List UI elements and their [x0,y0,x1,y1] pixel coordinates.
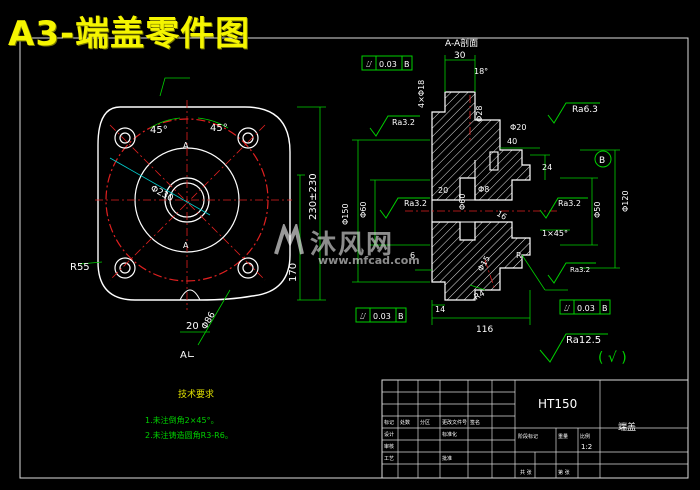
r-label: R [516,251,522,260]
flange-outline [97,106,291,301]
tb-zone: 分区 [420,419,430,426]
datum-circle [594,150,612,168]
runout-frame-right: ⌰ 0.03 B [559,299,611,315]
dia-60-outer-label: Φ60 [359,202,368,218]
rest-roughness-symbol: ( √ ) [598,350,627,366]
svg-text:⌰: ⌰ [360,312,366,322]
datum-circle-label: B [599,156,605,166]
angle-label-right: 45° [210,123,228,134]
section-view: B ⌰ 0.03 B ⌰ 0.03 B [341,37,630,366]
svg-text:⌰: ⌰ [366,60,372,70]
runout-right-datum: B [602,304,608,313]
bolt-holes [114,127,259,279]
dia-20-label: Φ20 [510,123,526,132]
dia-50-label: Φ50 [593,202,602,218]
technical-notes: 技术要求 1.未注倒角2×45°。 2.未注铸造圆角R3-R6。 [145,388,233,440]
chamfer-label: 1×45° [542,229,568,238]
tb-process: 工艺 [384,456,394,462]
front-dimension-lines [79,77,326,346]
flatness-tolerance-frame: ⌰ 0.03 B [361,55,413,71]
runout-frame-left: ⌰ 0.03 B [355,307,407,323]
tb-approve: 批准 [442,455,452,462]
tb-sheet-no: 第 张 [558,469,570,476]
ra-32-bottom-label: Ra3.2 [570,266,590,274]
watermark-brand: 沐风网 [310,230,395,260]
title-block: HT150 端盖 1:2 标记 处数 分区 更改文件号 签名 设计 标准化 阶段… [381,379,689,479]
section-center-lines [405,95,560,291]
ra-32-left-label: Ra3.2 [404,199,427,208]
part-name-label: 端盖 [618,421,636,433]
drawing-border [19,37,689,479]
dim-16-label: 16 [495,209,508,222]
dia-60-label: Φ60 [458,194,467,210]
notes-heading: 技术要求 [178,388,214,400]
tb-ratio: 比例 [580,433,590,440]
roughness-symbols [369,102,608,363]
dia-28-label: Φ28 [475,106,484,122]
dia-86-label: Φ86 [200,310,218,331]
notes-line-2: 2.未注铸造圆角R3-R6。 [145,430,233,440]
angle-label-left: 45° [150,125,168,136]
material-label: HT150 [538,397,577,411]
dia-120-label: Φ120 [621,190,630,212]
svg-text:⌰: ⌰ [564,304,570,314]
dia-leader [109,157,211,216]
lower-dim-label: 170 [288,263,299,282]
ra-32-top-label: Ra3.2 [392,118,415,127]
dim-40-label: 40 [507,137,517,146]
general-roughness-label: Ra12.5 [566,335,601,346]
watermark: 沐风网 www.mfcad.com [272,222,432,272]
ra-63-label: Ra6.3 [572,105,598,115]
watermark-logo-icon [274,224,304,255]
width-20-label: 20 [186,321,199,332]
section-dimension-lines [352,55,620,325]
runout-right-value: 0.03 [577,304,595,313]
tb-stage: 阶段标记 [518,433,538,440]
scale-label: 1:2 [581,443,592,451]
front-view: 45° 45° Φ230 R55 230±230 170 20 Φ86 A A … [70,77,326,361]
drawing-title-banner: A3-端盖零件图 [8,14,251,54]
tb-weight: 重量 [558,433,568,440]
hole-label: 4×Φ18 [417,80,426,108]
bolt-circle-dia-label: Φ230 [149,184,175,204]
section-title: A-A剖面 [445,37,478,49]
dim-14-label: 14 [435,305,445,314]
tb-total-sheets: 共 张 [520,469,532,476]
section-mark-top: A [183,141,189,150]
bottom-notch [179,289,201,301]
section-mark-bottom: A [183,241,189,250]
angle-18-label: 18° [474,67,488,76]
flatness-datum: B [404,60,410,69]
fillet-label: R55 [70,262,90,273]
dim-24-label: 24 [542,163,552,172]
tb-signature: 签名 [470,419,480,426]
tb-standard: 标准化 [442,431,457,438]
tb-review: 审核 [384,443,394,450]
tb-design: 设计 [384,431,394,438]
tb-count: 处数 [400,419,410,426]
thickness-30-label: 30 [454,51,466,61]
dim-116-label: 116 [476,325,493,335]
height-dim-label: 230±230 [308,173,319,220]
ra-32-right-label: Ra3.2 [558,199,581,208]
runout-left-value: 0.03 [373,312,391,321]
tb-change-doc: 更改文件号 [442,419,467,426]
dim-6-label: 6 [410,251,415,260]
tb-mark: 标记 [384,419,394,426]
notes-line-1: 1.未注倒角2×45°。 [145,415,219,425]
view-label: A∟ [180,350,195,361]
center-lines [95,100,292,310]
flatness-value: 0.03 [379,60,397,69]
dia-150-label: Φ150 [341,203,350,225]
runout-left-datum: B [398,312,404,321]
dim-8-label: Φ8 [478,185,489,194]
watermark-url: www.mfcad.com [318,254,420,267]
dim-20-label: 20 [438,186,448,195]
